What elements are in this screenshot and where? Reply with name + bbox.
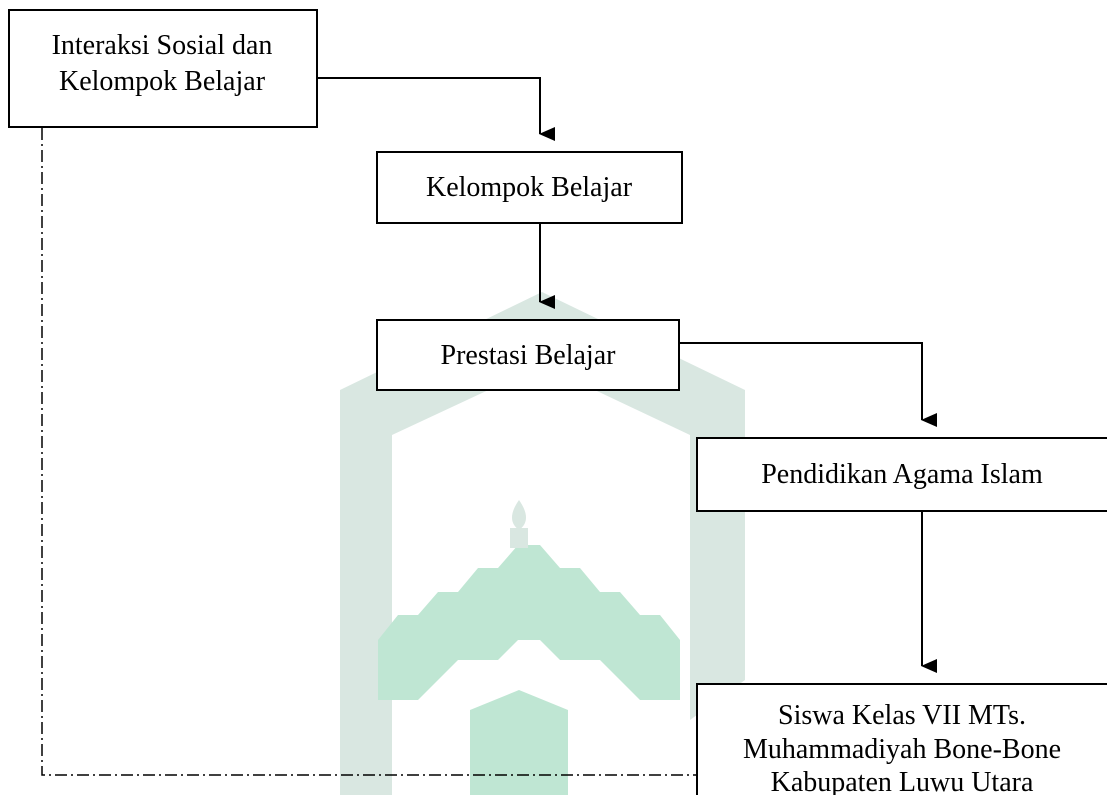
- node-interaksi-box: [8, 9, 318, 128]
- node-kelompok-label: Kelompok Belajar: [426, 172, 633, 203]
- node-kelompok-box: [376, 151, 683, 224]
- dashdot-connector: [41, 128, 696, 776]
- arrow-prestasi-to-pai: [679, 342, 937, 427]
- node-siswa-line-1: Siswa Kelas VII MTs.: [778, 700, 1026, 731]
- node-interaksi-line-1: Interaksi Sosial dan: [52, 30, 273, 61]
- arrow-interaksi-to-kelompok: [317, 77, 555, 141]
- node-pai-label: Pendidikan Agama Islam: [761, 459, 1043, 490]
- node-interaksi-line-2: Kelompok Belajar: [59, 66, 266, 97]
- node-prestasi-box: [376, 319, 680, 391]
- node-prestasi-label: Prestasi Belajar: [441, 340, 617, 371]
- node-siswa-line-2: Muhammadiyah Bone-Bone: [743, 734, 1061, 765]
- watermark-logo: [340, 292, 745, 795]
- node-siswa-line-3: Kabupaten Luwu Utara: [771, 767, 1034, 795]
- node-pai-box: [696, 437, 1107, 512]
- node-siswa-box: [696, 683, 1107, 795]
